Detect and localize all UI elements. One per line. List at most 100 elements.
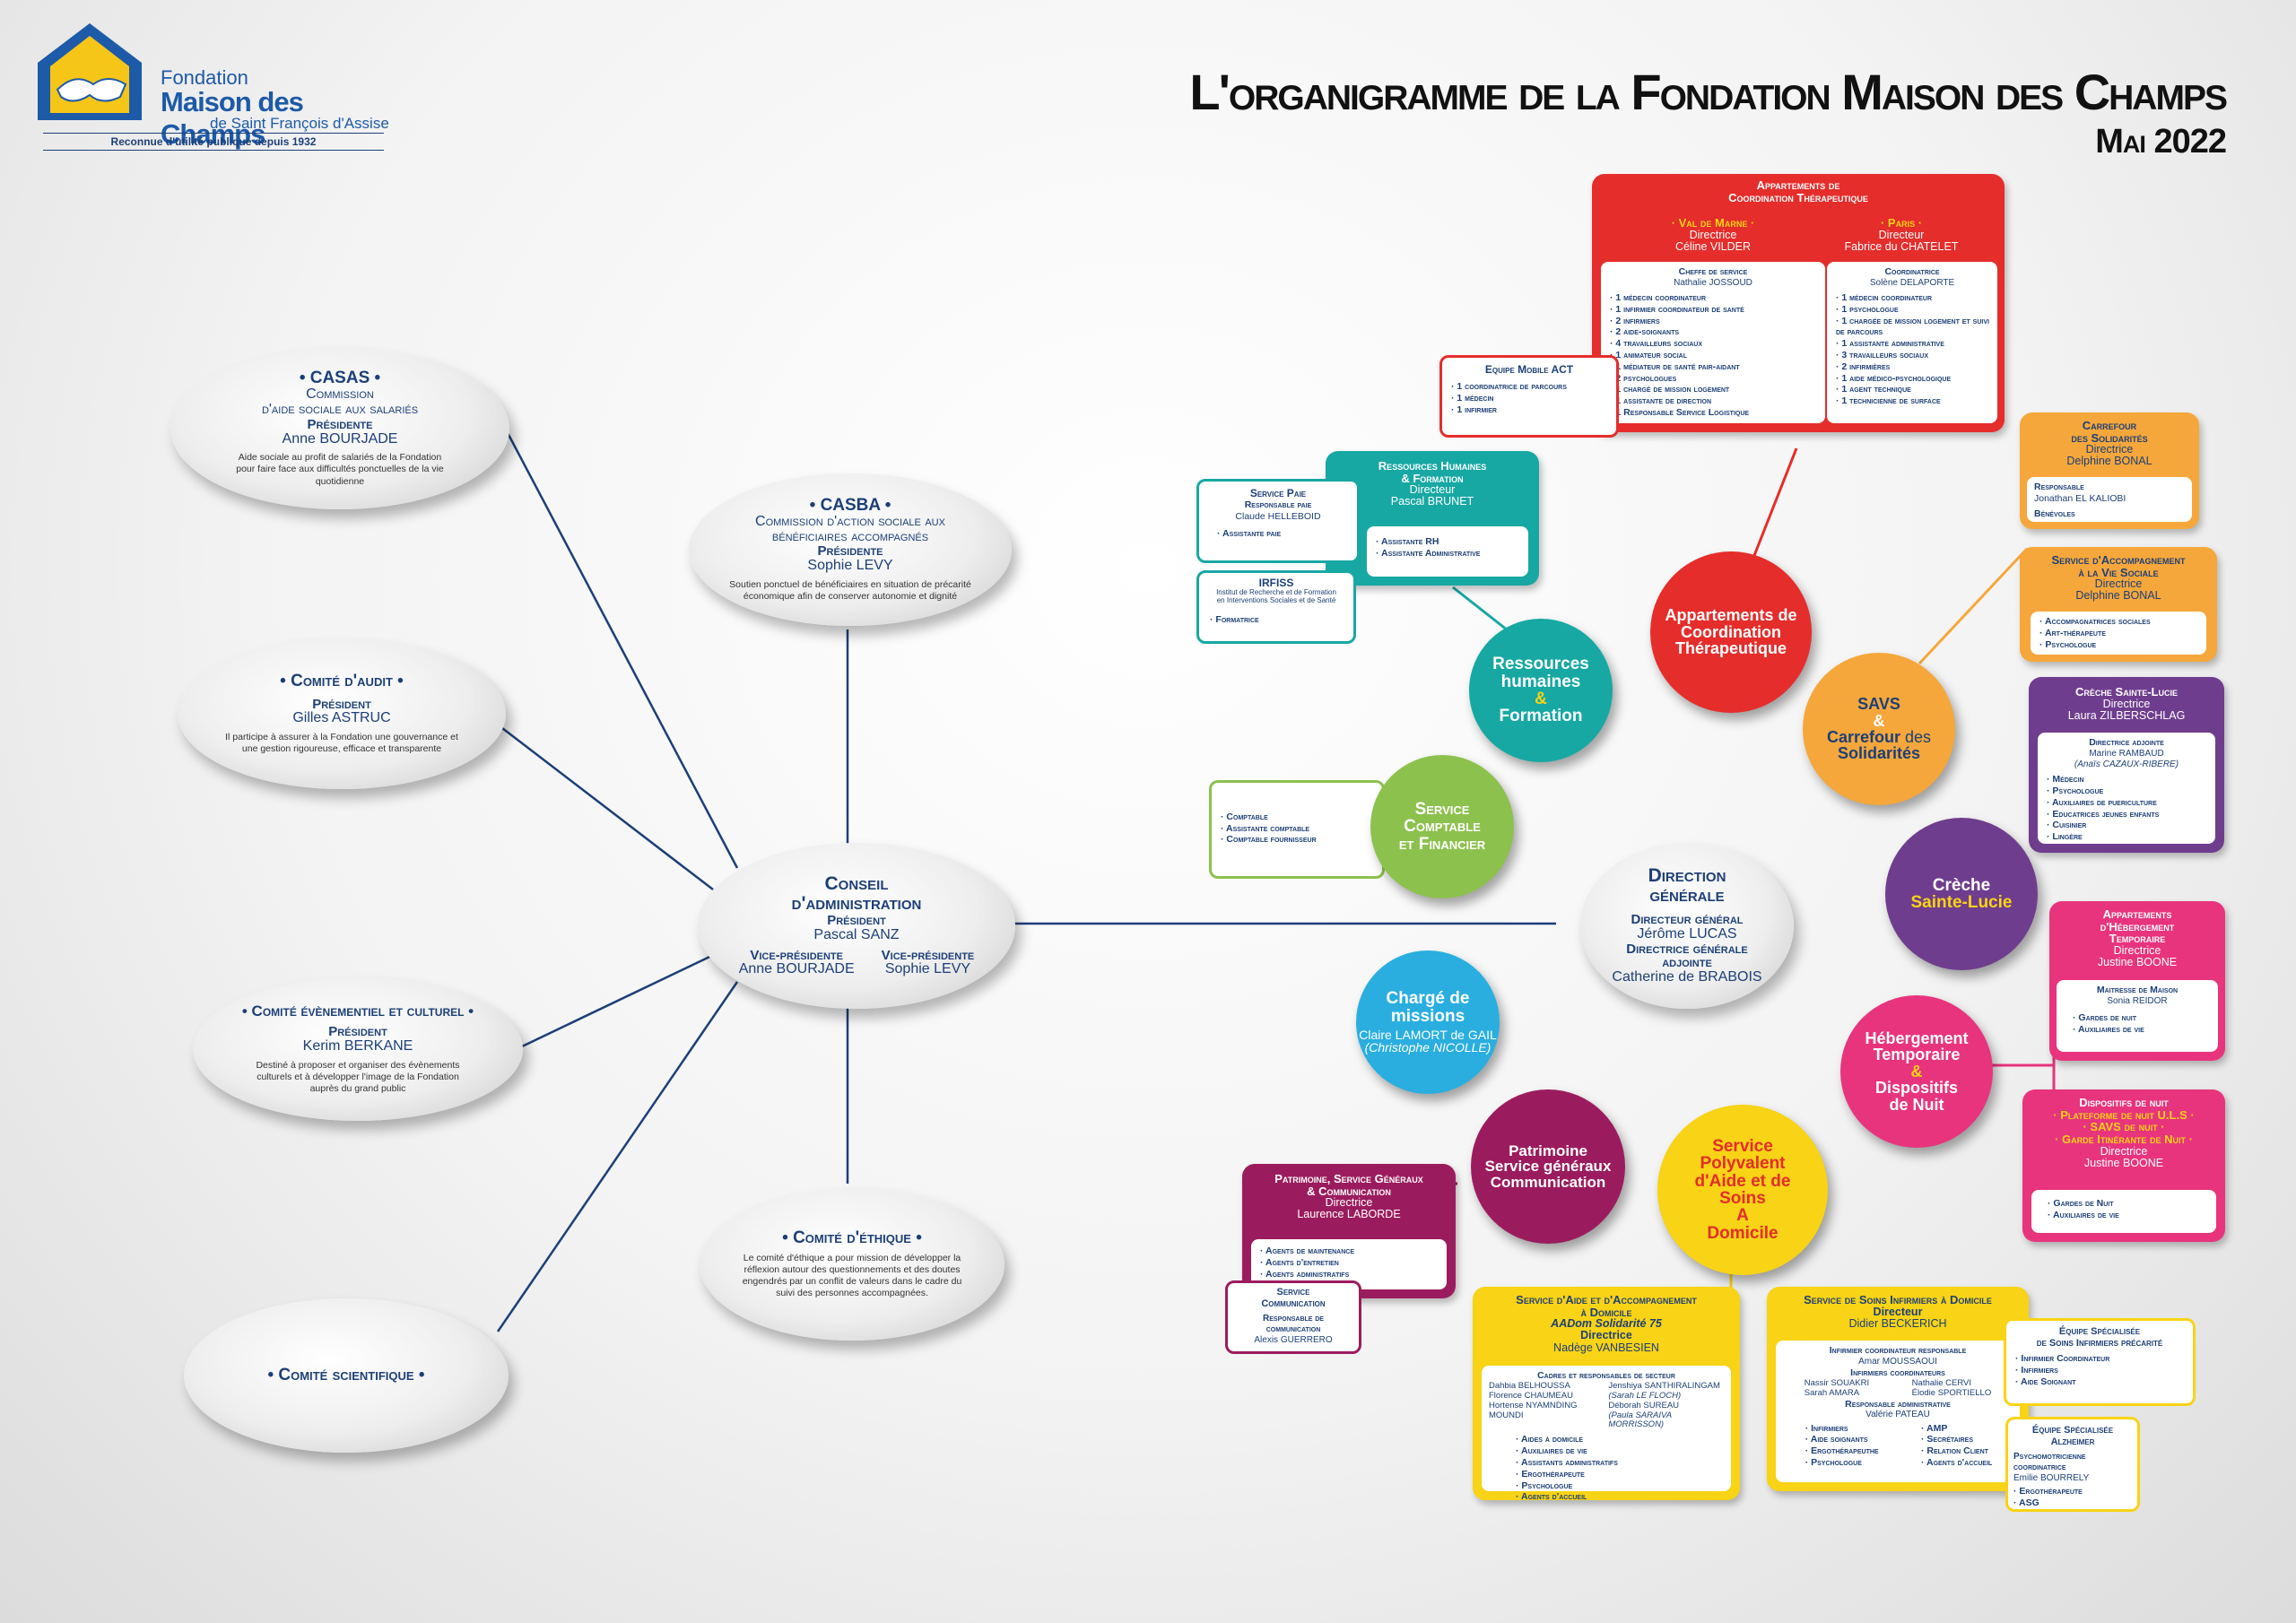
creche-adj-role: Directrice adjointe — [2089, 737, 2164, 748]
patrimoine-box: Patrimoine, Service Généraux & Communica… — [1242, 1164, 1456, 1298]
audit-role: Président — [312, 696, 371, 712]
carrefour-name: Delphine BONAL — [2066, 455, 2152, 468]
event-name: Kerim BERKANE — [302, 1037, 413, 1054]
list-item: Agents d'accueil — [1921, 1457, 1992, 1469]
heb-circle-l3: & — [1910, 1062, 1923, 1081]
list-item: 1 aide médico-psychologique — [1836, 373, 1990, 385]
list-item: AMP — [1921, 1423, 1992, 1435]
creche-name: Laura ZILBERSCHLAG — [2067, 708, 2186, 722]
patrimoine-circle-l2: Service généraux — [1484, 1158, 1612, 1176]
list-item: Infirmiers — [2015, 1365, 2184, 1376]
audit-title: • Comité d'audit • — [280, 671, 404, 690]
savs-circle-l3: Carrefour — [1826, 728, 1900, 746]
patrimoine-role: Directrice — [1325, 1196, 1373, 1210]
list-item: Médecin — [2047, 774, 2208, 785]
act-right-name: Fabrice du CHATELET — [1844, 239, 1959, 253]
list-item: 1 assistante de direction — [1610, 395, 1818, 407]
saad-name-left: Florence CHAUMEAU — [1489, 1390, 1573, 1401]
carrefour-box: Carrefour des Solidarités Directrice Del… — [2020, 412, 2199, 529]
list-item: Psychologue — [2047, 785, 2208, 797]
scientifique-oval: • Comité scientifique • — [184, 1298, 509, 1453]
logo-tagline: Reconnue d'utilité publique depuis 1932 — [43, 133, 384, 151]
act-header1: Appartements de — [1756, 178, 1840, 192]
casba-sub1: Commission d'action sociale aux — [755, 513, 945, 529]
list-item: 2 infirmières — [1836, 361, 1990, 373]
list-item: Assistants administratifs — [1516, 1457, 1724, 1469]
list-item: Aides à domicile — [1516, 1434, 1724, 1445]
audit-oval: • Comité d'audit • Président Gilles ASTR… — [178, 638, 506, 789]
creche-adj-name: Marine RAMBAUD — [2089, 748, 2164, 759]
saad-title1: Service d'Aide et d'Accompagnement — [1516, 1293, 1697, 1306]
comptable-circle: Service Comptable et Financier — [1370, 755, 1514, 898]
carrefour-role: Directrice — [2085, 443, 2134, 456]
patrimoine-title1: Patrimoine, Service Généraux — [1274, 1172, 1423, 1185]
dg-name1: Jérôme LUCAS — [1637, 925, 1737, 942]
list-item: Infirmiers — [1805, 1423, 1879, 1435]
patrimoine-name: Laurence LABORDE — [1297, 1208, 1401, 1221]
list-item: Accompagnatrices sociales — [2039, 616, 2199, 628]
list-item: Comptable fournisseur — [1221, 834, 1373, 846]
saad-circle-l5: A — [1736, 1206, 1749, 1226]
nuit-staff: Gardes de Nuit Auxiliaires de vie — [2031, 1190, 2216, 1233]
casas-oval: • CASAS • Commission d'aide sociale aux … — [170, 348, 509, 509]
precarite-list: Infirmier Coordinateur Infirmiers Aide S… — [2015, 1353, 2184, 1387]
ssiad-list-left: Infirmiers Aide soignants Ergothérapeuth… — [1804, 1423, 1879, 1469]
scientifique-title: • Comité scientifique • — [267, 1366, 425, 1385]
ethique-desc: Le comité d'éthique a pour mission de dé… — [742, 1252, 962, 1299]
act-left-city: · Val de Marne · — [1671, 216, 1755, 230]
aht-m-name: Sonia REIDOR — [2107, 995, 2168, 1006]
ca-vp1-name: Anne BOURJADE — [738, 961, 855, 977]
list-item: 1 infirmier — [1451, 404, 1607, 416]
creche-staff: Directrice adjointe Marine RAMBAUD (Anaï… — [2038, 733, 2215, 844]
ssiad-coord-left: Nassir SOUAKRI — [1804, 1377, 1870, 1388]
act-circle: Appartements de Coordination Thérapeutiq… — [1650, 551, 1812, 713]
act-left-role: Directrice — [1689, 228, 1737, 241]
alzheimer-name: Emilie BOURRELY — [2013, 1473, 2090, 1484]
comm-name: Alexis GUERRERO — [1254, 1335, 1333, 1346]
saad-circle-l1: Service — [1712, 1136, 1773, 1156]
comm-role1: Responsable de — [1263, 1314, 1324, 1324]
mission-circle-l2: missions — [1390, 1006, 1465, 1026]
comptable-circle-l3: et Financier — [1398, 834, 1486, 854]
aht-title3: Temporaire — [2109, 932, 2166, 946]
carrefour-title1: Carrefour — [2082, 419, 2137, 432]
saad-circle: Service Polyvalent d'Aide et de Soins A … — [1657, 1105, 1828, 1275]
list-item: Ergothérapeute — [2013, 1486, 2132, 1497]
ca-name: Pascal SANZ — [813, 926, 900, 942]
list-item: 1 technicienne de surface — [1836, 395, 1990, 407]
carrefour-resp-name: Jonathan EL KALIOBI — [2034, 492, 2126, 504]
saad-title2: à Domicile — [1580, 1305, 1632, 1319]
event-oval: • Comité évènementiel et culturel • Prés… — [193, 977, 523, 1121]
nuit-l3: · Garde Itinérante de Nuit · — [2055, 1132, 2193, 1146]
savs-circle: SAVS & Carrefour des Solidarités — [1803, 653, 1955, 805]
list-item: Psychologue — [1516, 1480, 1724, 1492]
casba-name: Sophie LEVY — [807, 558, 893, 574]
audit-name: Gilles ASTRUC — [292, 710, 391, 726]
ca-title1: Conseil — [824, 872, 889, 894]
rh-title2: & Formation — [1401, 471, 1464, 485]
list-item: Auxiliaires de vie — [2073, 1024, 2211, 1036]
list-item: Assistante comptable — [1221, 823, 1373, 835]
saad-list: Aides à domicile Auxiliaires de vie Assi… — [1489, 1434, 1724, 1503]
ca-vp2-name: Sophie LEVY — [884, 961, 971, 977]
list-item: Psychologue — [2039, 639, 2199, 651]
savs-box: Service d'Accompagnement à la Vie Social… — [2020, 547, 2217, 662]
dg-role1: Directeur général — [1631, 912, 1744, 928]
saad-role: Directrice — [1580, 1329, 1632, 1342]
alzheimer-list: Ergothérapeute ASG — [2013, 1486, 2132, 1508]
aht-list: Gardes de nuit Auxiliaires de vie — [2064, 1012, 2211, 1036]
list-item: 1 chargée de mission logement et suivi d… — [1836, 316, 1990, 339]
saad-sub: AADom Solidarité 75 — [1551, 1317, 1662, 1331]
house-logo-icon — [38, 23, 142, 120]
list-item: 1 coordinatrice de parcours — [1451, 381, 1607, 393]
saad-name-right: (Paula SARAIVA MORRISSON) — [1608, 1410, 1672, 1430]
heb-circle-l2: Temporaire — [1873, 1046, 1961, 1064]
list-item: 4 travailleurs sociaux — [1610, 338, 1818, 350]
carrefour-resp: Responsable — [2034, 482, 2084, 492]
rh-circle-l3: & — [1535, 690, 1547, 708]
savs-role: Directrice — [2094, 577, 2143, 591]
savs-circle-l3b: des — [1905, 728, 1932, 746]
ssiad-ic-role: Infirmier coordinateur responsable — [1829, 1345, 1967, 1356]
ssiad-role: Directeur — [1873, 1305, 1923, 1318]
nuit-l1: · Plateforme de nuit U.L.S · — [2053, 1107, 2195, 1122]
